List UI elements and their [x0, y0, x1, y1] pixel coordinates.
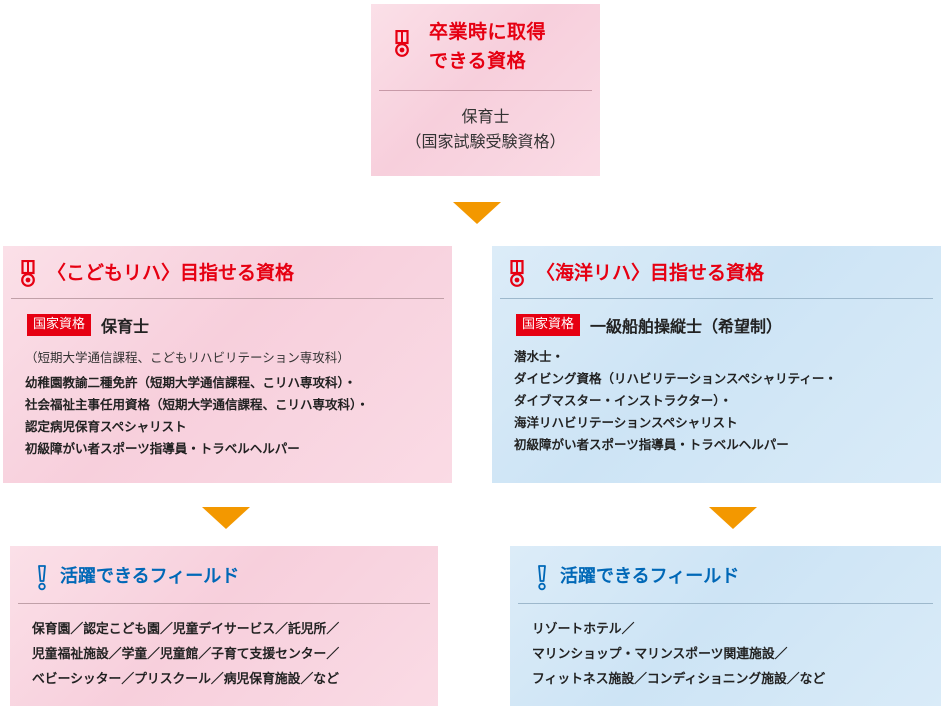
section-title: 〈海洋リハ〉目指せる資格: [536, 262, 765, 284]
section-title: 〈こどもリハ〉目指せる資格: [47, 262, 295, 284]
ocean-rehab-qualifications: 〈海洋リハ〉目指せる資格 国家資格 一級船舶操縦士（希望制） 潜水士・ ダイビン…: [492, 246, 941, 483]
ocean-career-fields: 活躍できるフィールド リゾートホテル／ マリンショップ・マリンスポーツ関連施設／…: [510, 546, 941, 706]
exclamation-icon: [538, 565, 546, 591]
list-item: ダイブマスター・インストラクター）・: [514, 393, 733, 408]
list-item: リゾートホテル／: [532, 622, 635, 637]
qualification-note: （短期大学通信課程、こどもリハビリテーション専攻科）: [25, 350, 350, 365]
list-item: 保育園／認定こども園／児童デイサービス／託児所／: [32, 622, 340, 637]
medal-icon: [510, 260, 524, 287]
top-title: 卒業時に取得 できる資格: [429, 21, 547, 72]
list-item: ベビーシッター／プリスクール／病児保育施設／など: [32, 672, 339, 687]
list-item: 幼稚園教諭二種免許（短期大学通信課程、こリハ専攻科）・: [25, 375, 357, 390]
exclamation-icon: [38, 565, 46, 591]
list-item: 潜水士・: [514, 349, 565, 364]
fields-list: 保育園／認定こども園／児童デイサービス／託児所／ 児童福祉施設／学童／児童館／子…: [32, 617, 339, 692]
medal-icon: [21, 260, 35, 287]
fields-list: リゾートホテル／ マリンショップ・マリンスポーツ関連施設／ フィットネス施設／コ…: [532, 617, 825, 692]
divider: [379, 90, 592, 91]
fields-title: 活躍できるフィールド: [60, 566, 240, 587]
divider: [500, 298, 933, 299]
qualification-list: 潜水士・ ダイビング資格（リハビリテーションスペシャリティー・ ダイブマスター・…: [514, 346, 837, 456]
list-item: 認定病児保育スペシャリスト: [25, 419, 187, 434]
fields-title: 活躍できるフィールド: [560, 566, 740, 587]
qualification-name: 保育士: [101, 317, 150, 336]
down-arrow: [709, 507, 757, 529]
qualification-name: 一級船舶操縦士（希望制）: [590, 317, 783, 336]
national-qualification-row: 国家資格 一級船舶操縦士（希望制）: [516, 313, 782, 337]
down-arrow: [453, 202, 501, 224]
national-qualification-tag: 国家資格: [516, 314, 581, 336]
divider: [518, 603, 933, 604]
divider: [18, 603, 430, 604]
list-item: 海洋リハビリテーションスペシャリスト: [514, 415, 738, 430]
list-item: 児童福祉施設／学童／児童館／子育て支援センター／: [32, 647, 340, 662]
qualification-list: 幼稚園教諭二種免許（短期大学通信課程、こリハ専攻科）・ 社会福祉主事任用資格（短…: [25, 372, 369, 460]
down-arrow: [202, 507, 250, 529]
top-body: 保育士 （国家試験受験資格）: [405, 107, 566, 151]
list-item: マリンショップ・マリンスポーツ関連施設／: [532, 647, 788, 662]
children-rehab-qualifications: 〈こどもリハ〉目指せる資格 国家資格 保育士 （短期大学通信課程、こどもリハビリ…: [3, 246, 452, 483]
list-item: 初級障がい者スポーツ指導員・トラベルヘルパー: [25, 441, 300, 456]
medal-icon: [395, 30, 409, 57]
children-career-fields: 活躍できるフィールド 保育園／認定こども園／児童デイサービス／託児所／ 児童福祉…: [10, 546, 438, 706]
list-item: フィットネス施設／コンディショニング施設／など: [532, 672, 826, 687]
national-qualification-row: 国家資格 保育士: [27, 313, 149, 337]
graduation-qualification-box: 卒業時に取得 できる資格 保育士 （国家試験受験資格）: [371, 4, 600, 176]
national-qualification-tag: 国家資格: [27, 314, 92, 336]
list-item: 初級障がい者スポーツ指導員・トラベルヘルパー: [514, 437, 789, 452]
list-item: ダイビング資格（リハビリテーションスペシャリティー・: [514, 371, 837, 386]
list-item: 社会福祉主事任用資格（短期大学通信課程、こリハ専攻科）・: [25, 397, 369, 412]
divider: [11, 298, 444, 299]
